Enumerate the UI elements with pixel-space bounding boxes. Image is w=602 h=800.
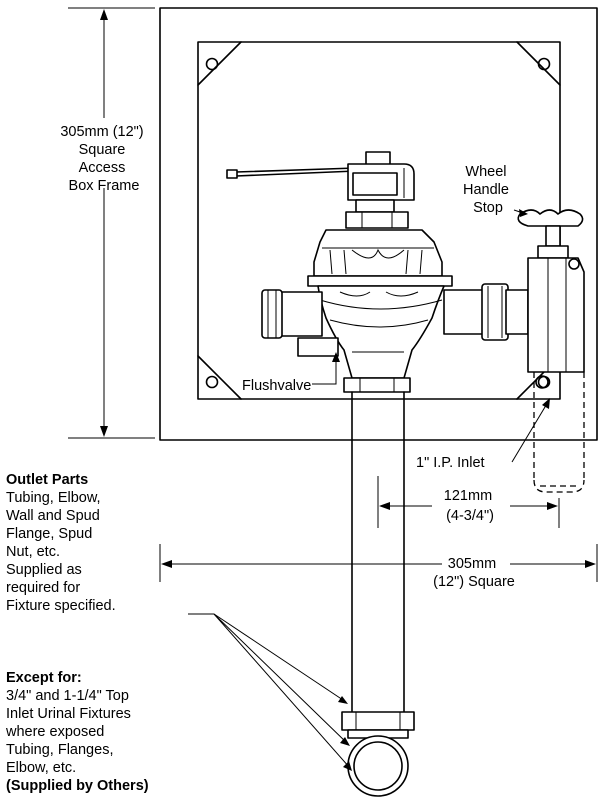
solenoid-valve (345, 151, 415, 229)
wheel-handle-stop (517, 209, 585, 389)
leader-lines (188, 209, 550, 771)
inlet-label: 1" I.P. Inlet (416, 455, 485, 471)
dim-305-label: 305mm (12") Square (433, 556, 515, 590)
inlet-pipe-dashed (533, 372, 585, 493)
dimension-305mm (159, 544, 598, 582)
dim-121-label: 121mm (4-3/4") (444, 488, 496, 524)
outlet-parts-text: Tubing, Elbow, Wall and Spud Flange, Spu… (6, 490, 116, 614)
flushvalve-label: Flushvalve (242, 378, 311, 394)
dimension-121mm (377, 476, 560, 528)
except-for-text: 3/4" and 1-1/4" Top Inlet Urinal Fixture… (5, 688, 135, 776)
outlet-parts-title: Outlet Parts (6, 472, 88, 488)
frame-height-dimension (68, 7, 155, 439)
flushvalve-body (261, 283, 529, 379)
flushvalve-cover (307, 229, 453, 287)
supplied-by-others: (Supplied by Others) (6, 778, 149, 794)
frame-label: 305mm (12") Square Access Box Frame (60, 124, 147, 194)
wheel-handle-stop-label: Wheel Handle Stop (463, 164, 513, 216)
solenoid-wires (226, 167, 357, 179)
except-for-title: Except for: (6, 670, 82, 686)
